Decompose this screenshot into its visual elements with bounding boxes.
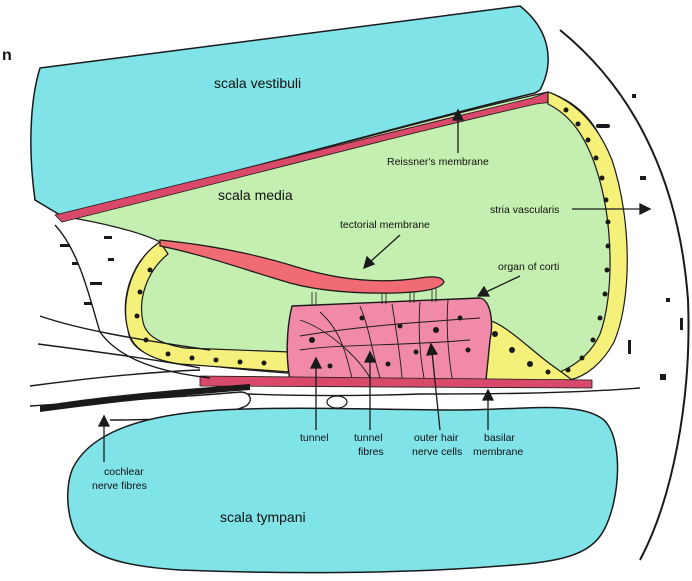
label-basilar-line2: membrane <box>473 446 523 458</box>
label-tunnel-fibres-line1: tunnel <box>354 432 383 444</box>
label-outer-hair-line1: outer hair <box>414 432 459 444</box>
label-basilar-line1: basilar <box>484 432 515 444</box>
label-outer-hair-line2: nerve cells <box>412 446 462 458</box>
cochlear-nerve-bundle <box>40 384 250 412</box>
label-reissners-membrane: Reissner's membrane <box>387 156 489 168</box>
label-stria-vascularis: stria vascularis <box>490 204 559 216</box>
scala-tympani-region <box>68 408 618 573</box>
label-scala-vestibuli: scala vestibuli <box>214 75 301 91</box>
label-cochlear-line2: nerve fibres <box>92 480 147 492</box>
tunnel-oval <box>327 396 347 408</box>
spiral-limbus-specks <box>60 236 114 305</box>
label-scala-media: scala media <box>218 187 293 203</box>
label-tectorial-membrane: tectorial membrane <box>340 219 430 231</box>
corner-glyph: n <box>2 47 12 64</box>
label-organ-of-corti: organ of corti <box>498 261 559 273</box>
label-tunnel-fibres-line2: fibres <box>358 446 384 458</box>
label-scala-tympani: scala tympani <box>220 509 306 525</box>
label-tunnel: tunnel <box>300 432 329 444</box>
label-cochlear-line1: cochlear <box>104 466 144 478</box>
